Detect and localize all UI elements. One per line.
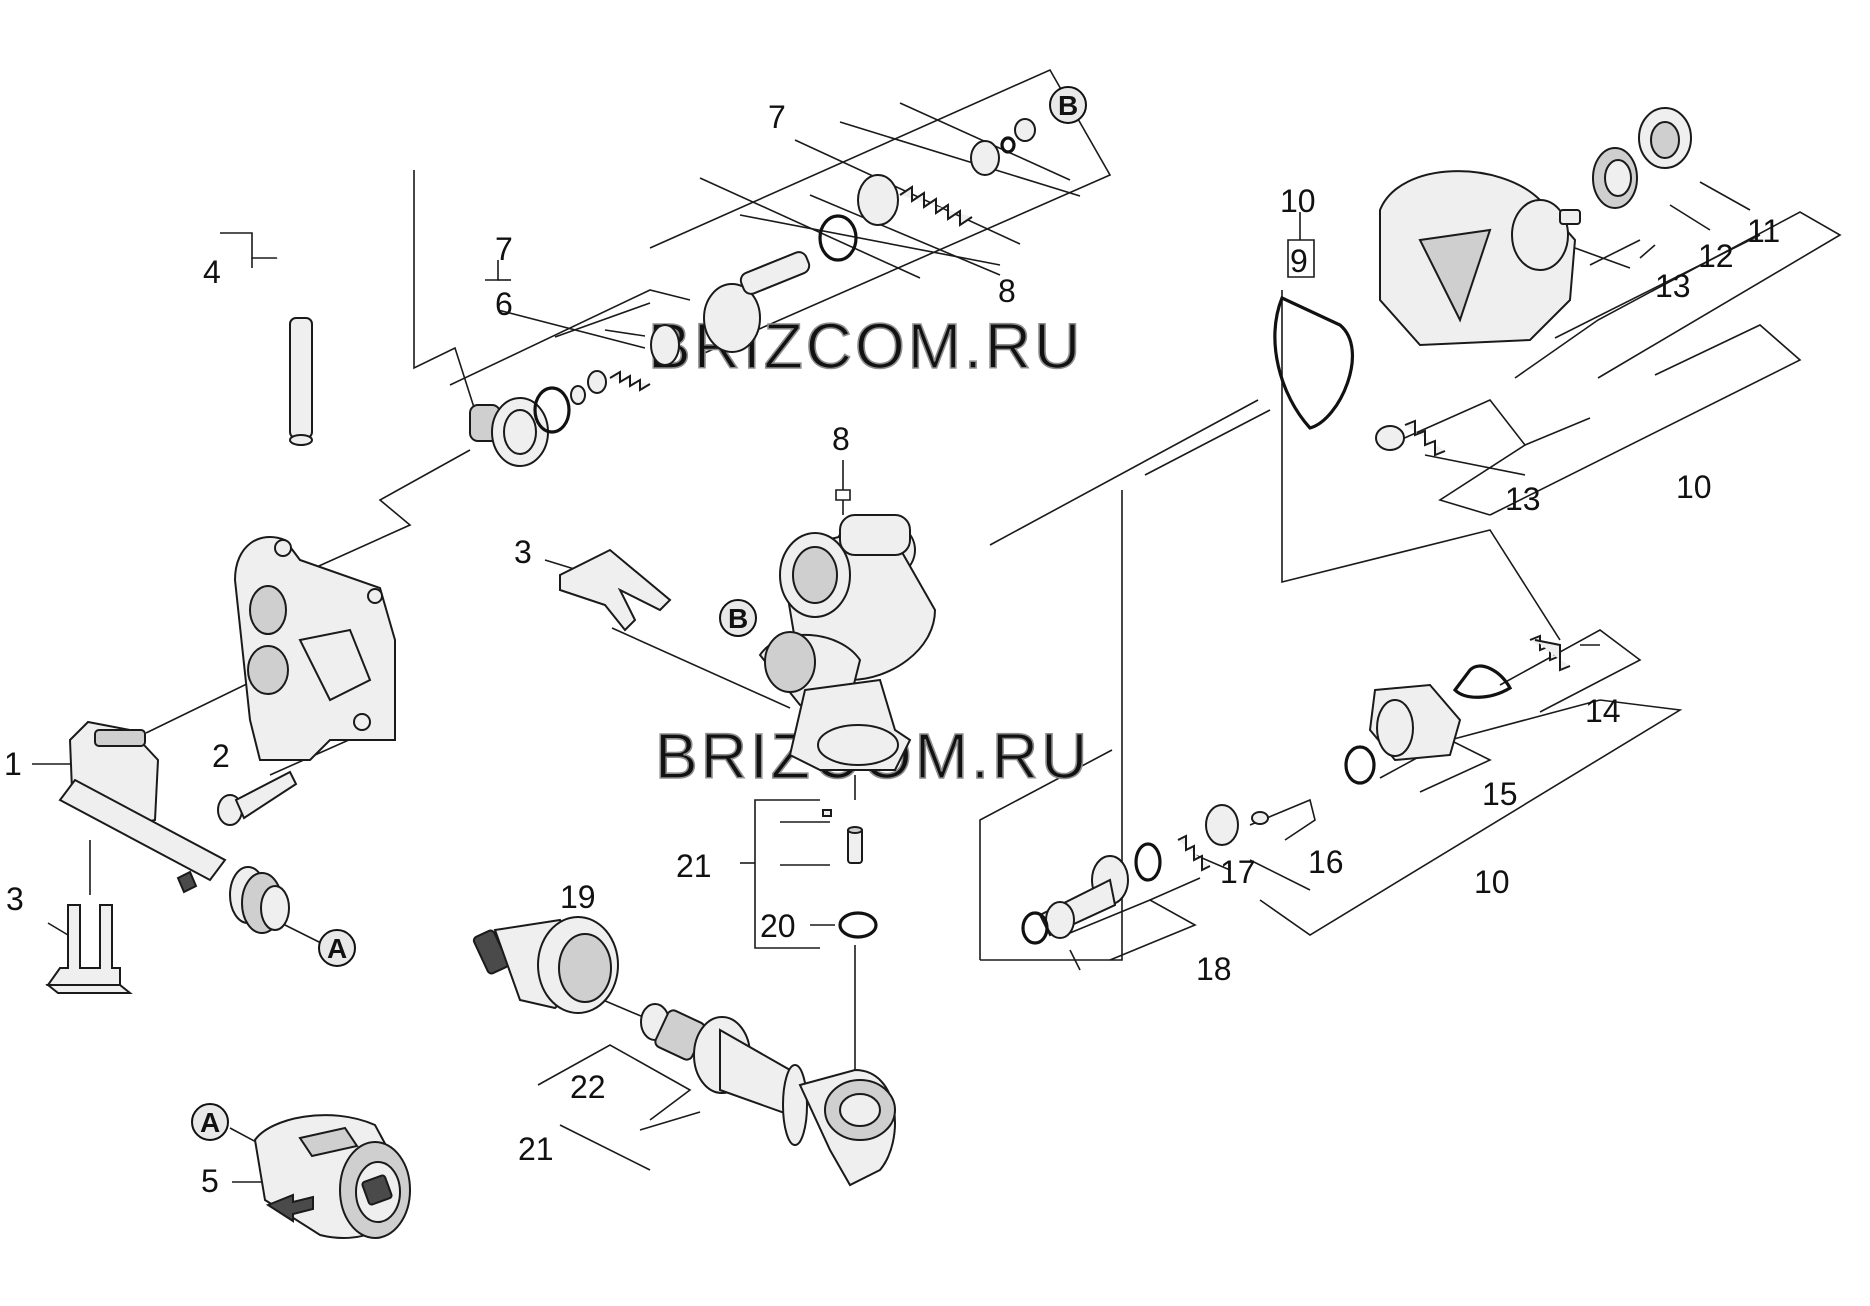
adapter-part	[253, 1114, 412, 1239]
callout-6: 6	[495, 286, 513, 322]
callout-7-left: 7	[495, 231, 513, 267]
callout-10-bottom: 10	[1474, 864, 1510, 900]
valve-set-part	[1021, 634, 1571, 945]
hose-coupling-part	[472, 916, 896, 1187]
callout-9: 9	[1290, 243, 1308, 279]
ref-marker-b-centre-label: B	[728, 603, 748, 634]
callout-12: 12	[1698, 238, 1734, 274]
callout-4: 4	[203, 254, 221, 290]
callout-2: 2	[212, 738, 230, 774]
ref-marker-b-top-label: B	[1058, 90, 1078, 121]
callout-1: 1	[4, 746, 22, 782]
callout-5: 5	[201, 1163, 219, 1199]
callout-17: 17	[1220, 854, 1256, 890]
screw-part	[217, 770, 298, 826]
inlet-bracket-part	[58, 720, 290, 934]
ref-marker-a-bottom-label: A	[200, 1107, 220, 1138]
ref-marker-a-right: A	[318, 929, 356, 967]
callout-8-centre: 8	[832, 421, 850, 457]
callout-3-left: 3	[6, 881, 24, 917]
callout-labels: 1 2 3 3 4 5 6 7 7 8 8 9 10 10 10 11 12 1…	[4, 99, 1780, 1199]
cylinder-head-part	[1273, 107, 1692, 457]
hose-part	[227, 54, 425, 446]
callout-22: 22	[570, 1069, 606, 1105]
ref-marker-a-right-label: A	[327, 933, 347, 964]
ref-marker-a-bottom: A	[191, 1103, 229, 1141]
ref-marker-b-top: B	[1049, 86, 1087, 124]
clip-part-left	[45, 904, 133, 994]
callout-10-top: 10	[1280, 183, 1316, 219]
callout-15: 15	[1482, 776, 1518, 812]
callout-8-top: 8	[998, 273, 1016, 309]
callout-16: 16	[1308, 844, 1344, 880]
callout-19: 19	[560, 879, 596, 915]
pump-head-part	[758, 514, 937, 939]
callout-3-centre: 3	[514, 534, 532, 570]
callout-21-bottom: 21	[518, 1131, 554, 1167]
ref-marker-b-centre: B	[719, 599, 757, 637]
callout-7-top: 7	[768, 99, 786, 135]
callout-20: 20	[760, 908, 796, 944]
clip-part-centre	[559, 548, 672, 632]
pump-housing-part	[233, 535, 396, 761]
callout-14: 14	[1585, 693, 1621, 729]
callout-13-top: 13	[1655, 268, 1691, 304]
callout-18: 18	[1196, 951, 1232, 987]
callout-13-bottom: 13	[1505, 481, 1541, 517]
callout-21-centre: 21	[676, 848, 712, 884]
valve-elbow-part	[469, 118, 1036, 467]
callout-11: 11	[1747, 213, 1780, 249]
callout-10-right: 10	[1676, 469, 1712, 505]
